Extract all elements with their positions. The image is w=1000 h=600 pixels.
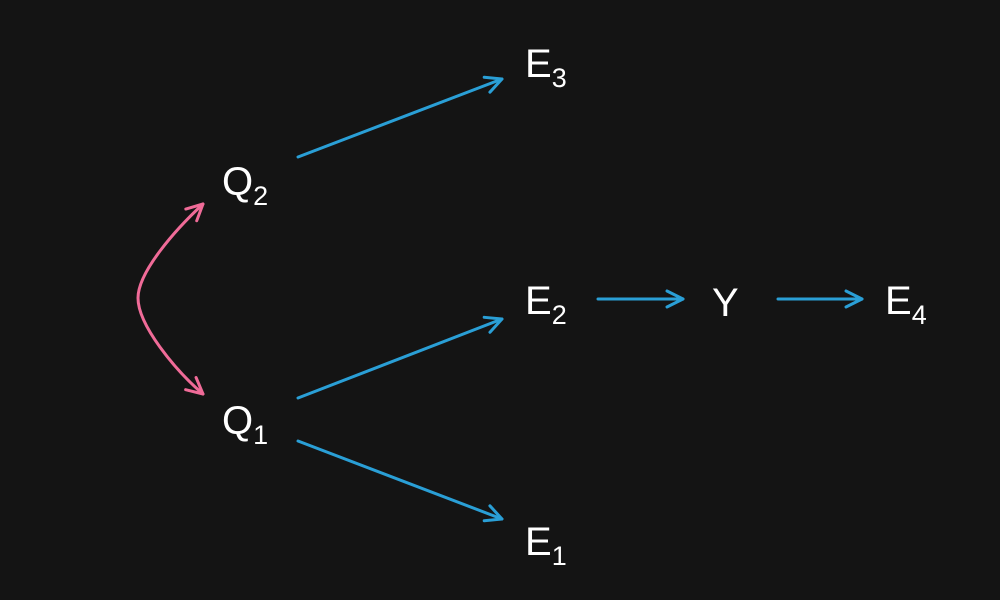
- node-e1-label: E: [525, 520, 552, 564]
- edge-q1-q2-bidirected: [136, 202, 205, 396]
- node-q1: Q1: [222, 399, 268, 449]
- node-q1-sub: 1: [253, 420, 269, 450]
- node-e1-sub: 1: [551, 541, 567, 571]
- edge-q2-e3: [296, 75, 504, 159]
- node-e2: E2: [525, 279, 567, 329]
- node-e3: E3: [525, 42, 567, 92]
- node-e4-sub: 4: [911, 300, 927, 330]
- node-q1-label: Q: [222, 399, 254, 443]
- node-e1: E1: [525, 520, 567, 570]
- edge-q1-e2: [296, 315, 504, 400]
- node-e4-label: E: [885, 279, 912, 323]
- node-e3-label: E: [525, 42, 552, 86]
- node-q2-sub: 2: [253, 181, 269, 211]
- node-e2-label: E: [525, 279, 552, 323]
- node-y-label: Y: [712, 281, 739, 325]
- node-e3-sub: 3: [551, 63, 567, 93]
- node-q2-label: Q: [222, 160, 254, 204]
- node-e2-sub: 2: [551, 300, 567, 330]
- node-y: Y: [712, 283, 739, 323]
- node-e4: E4: [885, 279, 927, 329]
- node-q2: Q2: [222, 160, 268, 210]
- edge-q1-e1: [296, 439, 504, 523]
